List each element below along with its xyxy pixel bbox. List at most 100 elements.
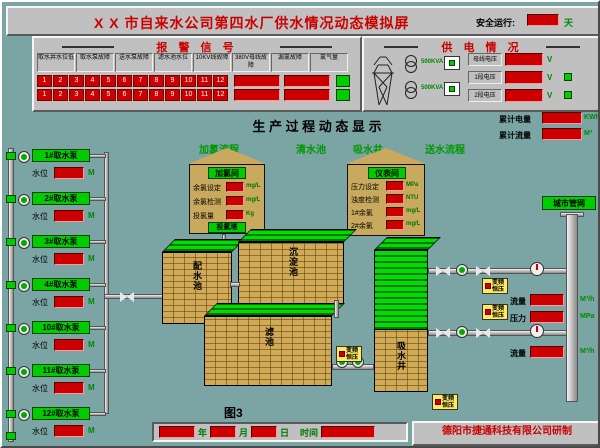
bus-voltage-display	[505, 53, 543, 66]
total-flow-display	[542, 128, 582, 140]
divider	[384, 46, 418, 48]
alarm-header: 送水泵故障	[115, 53, 153, 72]
out-flow-unit: M³/h	[580, 296, 595, 303]
field-label: 压力设定	[351, 184, 379, 191]
alarm-indicator: 9	[165, 75, 180, 87]
alarm-indicator: 10	[181, 75, 196, 87]
vf-constant-pressure-tag: 变频 恒压	[482, 278, 508, 294]
pump-name: 4#取水泵	[32, 278, 90, 291]
alarm-indicator: 2	[53, 75, 68, 87]
chlorine-house: 加氯间 余氯设定 mg/L 余氯检测 mg/L 投氯量 Kg 投氯塔	[189, 164, 265, 234]
out-flow2-unit: M³/h	[580, 348, 595, 355]
breaker-box	[444, 82, 460, 96]
suction-well: 吸水井	[374, 250, 428, 392]
pipe-valve-lamp	[6, 367, 16, 375]
valve-icon	[436, 328, 450, 338]
vf-line2: 恒压	[346, 355, 359, 361]
alarm-value-display	[284, 89, 330, 101]
field-display	[386, 220, 404, 230]
alarm-indicator: 12	[213, 89, 228, 101]
vf-line1: 变频	[442, 396, 455, 402]
power-panel-title: 供 电 情 况	[441, 42, 523, 54]
year-label: 年	[198, 427, 208, 438]
alarm-header: 氯气量	[310, 53, 348, 72]
water-level-label: 水位	[32, 384, 48, 393]
alarm-value-display	[284, 75, 330, 87]
vf-constant-pressure-tag: 变频 恒压	[336, 346, 362, 362]
vf-line1: 变频	[346, 348, 359, 354]
year-display	[159, 426, 195, 438]
valve-icon	[436, 266, 450, 276]
vf-line1: 变频	[492, 280, 505, 286]
delivery-pump-icon	[456, 326, 468, 338]
bus-voltage-label: 母线电压	[468, 53, 502, 66]
out-pressure-unit: MPa	[580, 313, 595, 320]
figure-caption: 图3	[224, 406, 243, 420]
breaker-status-lamp	[449, 60, 455, 66]
field-display	[226, 182, 244, 192]
alarm-header: 取水井水位低	[37, 53, 75, 72]
alarm-indicator: 5	[101, 75, 116, 87]
chlorine-tower-label: 投氯塔	[208, 222, 246, 233]
water-level-label: 水位	[32, 341, 48, 350]
total-energy-unit: KWh	[584, 114, 600, 121]
alarm-header-row: 取水井水位低 取水泵故障 送水泵故障 滤水池水位 10KV线故障 380V母线故…	[37, 53, 348, 72]
distribution-tank-label: 配水池	[192, 261, 202, 291]
safe-run-display	[527, 14, 559, 26]
out-pressure-label: 压力	[510, 314, 526, 323]
pump-name: 2#取水泵	[32, 192, 90, 205]
pump-name: 12#取水泵	[32, 407, 90, 420]
field-display	[226, 196, 244, 206]
water-level-unit: M	[88, 254, 95, 263]
pipe-valve-lamp	[6, 238, 16, 246]
valve-icon	[476, 266, 490, 276]
flow-gauge-icon	[530, 324, 544, 338]
company-credit: 德阳市捷通科技有限公司研制	[412, 421, 598, 446]
transformer-icon	[405, 55, 417, 73]
water-level-unit: M	[88, 426, 95, 435]
pump-unit: 1#取水泵 水位 M	[18, 148, 104, 188]
alarm-header: 10KV线故障	[193, 53, 231, 72]
water-level-label: 水位	[32, 427, 48, 436]
chlorine-house-roof	[188, 148, 266, 164]
out-flow-label: 流量	[510, 297, 526, 306]
instrument-house-roof	[346, 148, 426, 164]
total-energy-display	[542, 112, 582, 124]
water-level-display	[54, 210, 84, 222]
field-label: 余氯设定	[193, 185, 221, 192]
section-delivery: 送水流程	[425, 145, 465, 156]
alarm-indicator: 4	[85, 89, 100, 101]
alarm-value-display	[234, 75, 280, 87]
alarm-indicator: 3	[69, 75, 84, 87]
datetime-bar: 年 月 日 时间	[152, 422, 408, 442]
pump-unit: 3#取水泵 水位 M	[18, 234, 104, 274]
power-panel: 供 电 情 况 500KVA 500KVA 母线电压 V 1段电压 V 2段电压…	[362, 36, 598, 112]
delivery-pump-icon	[456, 264, 468, 276]
alarm-header: 漏氯故障	[271, 53, 309, 72]
pump-icon	[18, 280, 30, 292]
water-level-unit: M	[88, 211, 95, 220]
alarm-indicator: 7	[133, 89, 148, 101]
alarm-indicator: 1	[37, 75, 52, 87]
field-unit: Kg	[246, 211, 254, 217]
section-clear-water: 清水池	[296, 145, 326, 156]
alarm-value-display	[234, 89, 280, 101]
water-level-display	[54, 296, 84, 308]
water-level-unit: M	[88, 168, 95, 177]
water-level-display	[54, 339, 84, 351]
alarm-header: 滤水池水位	[154, 53, 192, 72]
field-unit: mg/L	[246, 197, 261, 203]
field-label: 2#余氯	[351, 223, 373, 230]
transformer-rating-label: 500KVA	[421, 59, 444, 65]
alarm-status-lamp	[336, 89, 350, 101]
tank-link-pipe	[230, 282, 240, 287]
pump-unit: 10#取水泵 水位 M	[18, 320, 104, 360]
vf-line1: 变频	[492, 306, 505, 312]
alarm-header: 取水泵故障	[76, 53, 114, 72]
water-level-label: 水位	[32, 298, 48, 307]
field-unit: mg/L	[246, 183, 261, 189]
section1-voltage-label: 1段电压	[468, 71, 502, 84]
section2-voltage-label: 2段电压	[468, 89, 502, 102]
vf-constant-pressure-tag: 变频 恒压	[482, 304, 508, 320]
alarm-indicator: 2	[53, 89, 68, 101]
